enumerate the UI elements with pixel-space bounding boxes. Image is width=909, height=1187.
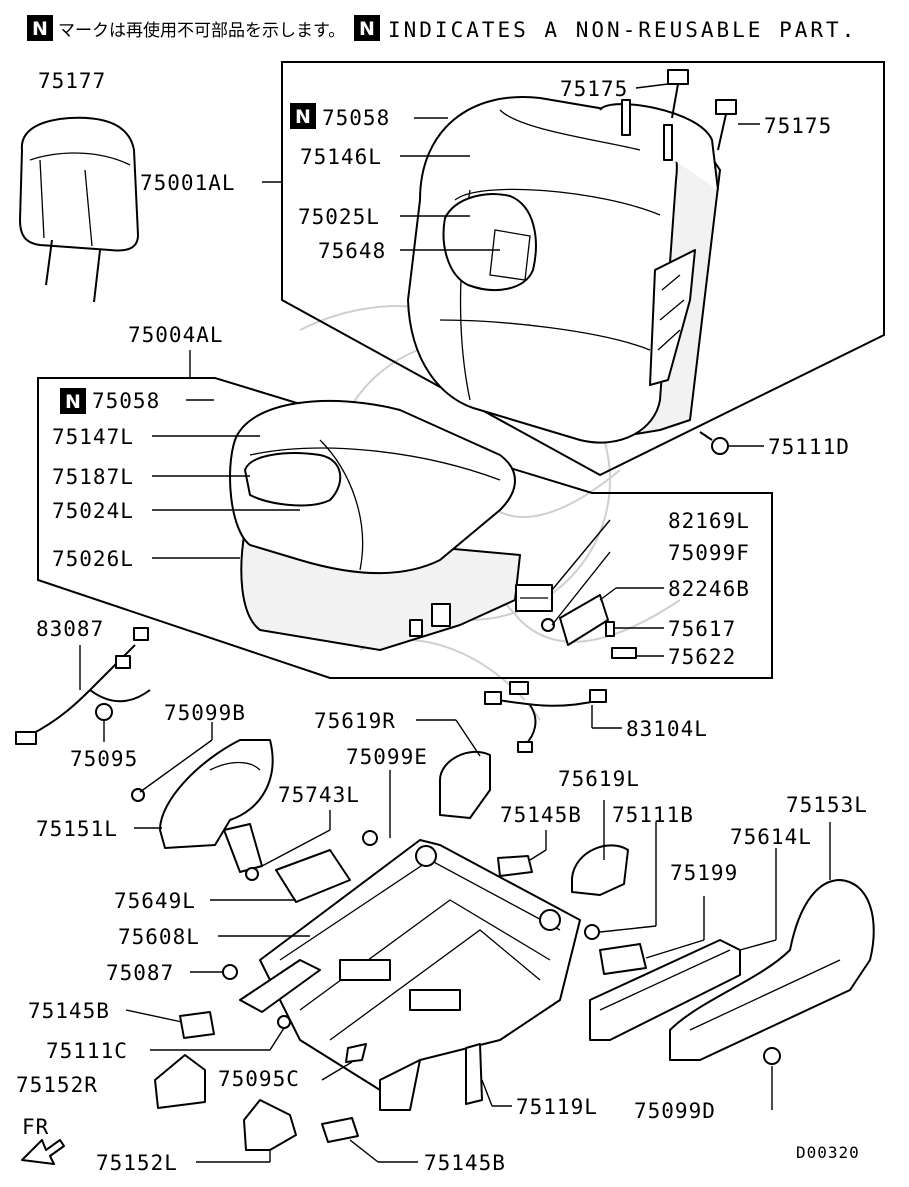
label-75099E: 75099E xyxy=(346,745,428,769)
seat-back-group-frame xyxy=(281,61,885,477)
non-reusable-mark-icon xyxy=(60,388,86,414)
bolt-75111B xyxy=(584,924,600,940)
non-reusable-mark-icon xyxy=(27,15,53,41)
label-75187L: 75187L xyxy=(52,465,134,489)
side-cover-75153L xyxy=(669,879,875,1061)
cover-75619L xyxy=(571,844,629,896)
label-83104L: 83104L xyxy=(626,717,708,741)
harness-83104L xyxy=(484,681,607,753)
label-75175-upper: 75175 xyxy=(560,77,628,101)
header-legend: N マークは再使用不可部品を示します。 N INDICATES A NON-RE… xyxy=(27,15,857,42)
diagram-code: D00320 xyxy=(796,1143,860,1162)
seat-cushion-group-frame xyxy=(37,377,773,679)
label-75095: 75095 xyxy=(70,747,138,771)
pad-75145B-bottom xyxy=(321,1117,359,1143)
label-75111B: 75111B xyxy=(612,803,694,827)
label-75145B-upper: 75145B xyxy=(500,803,582,827)
label-75177: 75177 xyxy=(38,69,106,93)
label-75095C: 75095C xyxy=(218,1067,300,1091)
label-75004AL: 75004AL xyxy=(128,323,224,347)
leader-lines xyxy=(79,83,831,1163)
label-75648: 75648 xyxy=(318,239,386,263)
part-labels: 75177 75001AL 75058 75146L 75025L 75648 … xyxy=(16,69,868,1175)
clip-75095 xyxy=(95,703,113,721)
legend-english: INDICATES A NON-REUSABLE PART. xyxy=(388,18,857,42)
clip-75622 xyxy=(611,647,637,659)
pad-75145B-left xyxy=(179,1011,215,1039)
label-75099D: 75099D xyxy=(634,1099,716,1123)
label-75649L: 75649L xyxy=(114,889,196,913)
label-75058-back: 75058 xyxy=(322,106,390,130)
label-75145B-bottom: 75145B xyxy=(424,1151,506,1175)
label-75175-lower: 75175 xyxy=(764,114,832,138)
cover-75619R xyxy=(439,750,491,819)
clip-75617 xyxy=(605,621,615,637)
label-75111C: 75111C xyxy=(46,1039,128,1063)
harness-83087 xyxy=(15,627,151,745)
pad-75145B-upper xyxy=(497,855,533,877)
legend-japanese: マークは再使用不可部品を示します。 xyxy=(58,20,345,41)
cover-75152R xyxy=(154,1054,206,1109)
label-83087: 83087 xyxy=(36,617,104,641)
label-75147L: 75147L xyxy=(52,425,134,449)
label-75622: 75622 xyxy=(668,645,736,669)
bolt-75175-lower xyxy=(715,99,737,151)
label-75099F: 75099F xyxy=(668,541,750,565)
label-75024L: 75024L xyxy=(52,499,134,523)
label-75199: 75199 xyxy=(670,861,738,885)
screw-75099F xyxy=(541,618,555,632)
label-75619L: 75619L xyxy=(558,767,640,791)
label-75608L: 75608L xyxy=(118,925,200,949)
label-75146L: 75146L xyxy=(300,145,382,169)
seat-frame-adjuster xyxy=(239,839,581,1111)
bolt-75111C xyxy=(277,1015,291,1029)
nut-75087 xyxy=(222,964,238,980)
label-75152R: 75152R xyxy=(16,1073,98,1097)
rail-cover-75614L xyxy=(589,939,741,1041)
label-75001AL: 75001AL xyxy=(140,171,236,195)
clip-75095C xyxy=(345,1043,367,1063)
n-mark-letter: N xyxy=(295,106,311,128)
label-75099B: 75099B xyxy=(164,701,246,725)
label-75619R: 75619R xyxy=(314,709,396,733)
lever-75743L xyxy=(223,823,263,881)
front-arrow-icon xyxy=(21,1139,65,1165)
bolt-75099E xyxy=(362,830,378,846)
label-75119L: 75119L xyxy=(516,1095,598,1119)
front-direction-label: FR xyxy=(22,1115,49,1139)
bracket-82169L xyxy=(515,584,553,612)
bolt-75111D xyxy=(699,431,729,455)
shield-75151L xyxy=(159,739,274,849)
label-75614L: 75614L xyxy=(730,825,812,849)
label-75152L: 75152L xyxy=(96,1151,178,1175)
label-75111D: 75111D xyxy=(768,435,850,459)
label-82246B: 82246B xyxy=(668,577,750,601)
label-75151L: 75151L xyxy=(36,817,118,841)
label-82169L: 82169L xyxy=(668,509,750,533)
label-75026L: 75026L xyxy=(52,547,134,571)
seat-cushion xyxy=(229,399,521,651)
n-mark-letter: N xyxy=(32,18,48,40)
label-75617: 75617 xyxy=(668,617,736,641)
headrest xyxy=(19,116,139,303)
n-mark-letter: N xyxy=(65,391,81,413)
label-75145B-left: 75145B xyxy=(28,999,110,1023)
label-75743L: 75743L xyxy=(278,783,360,807)
n-mark-letter: N xyxy=(359,18,375,40)
bolt-75099D xyxy=(763,1047,781,1065)
label-75087: 75087 xyxy=(106,961,174,985)
label-75153L: 75153L xyxy=(786,793,868,817)
non-reusable-mark-icon xyxy=(354,15,380,41)
label-75058-cushion: 75058 xyxy=(92,389,160,413)
bolt-75175-upper xyxy=(667,69,689,119)
cover-75152L xyxy=(243,1099,297,1151)
cover-82246B xyxy=(559,594,609,646)
cover-75649L xyxy=(275,849,351,903)
non-reusable-mark-icon xyxy=(290,103,316,129)
bracket-75119L xyxy=(465,1043,483,1105)
pad-75199 xyxy=(599,943,647,975)
label-75025L: 75025L xyxy=(298,205,380,229)
seat-back xyxy=(407,96,721,444)
